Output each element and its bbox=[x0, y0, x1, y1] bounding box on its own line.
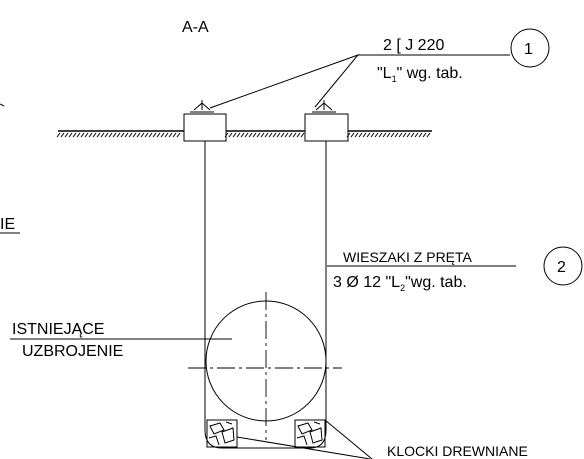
existing-pipe bbox=[188, 292, 342, 440]
section-label: A-A bbox=[182, 19, 209, 36]
callout-2: 2 WIESZAKI Z PRĘTA 3 Ø 12 "L2"wg. tab. bbox=[327, 246, 583, 293]
existing-line2: UZBROJENIE bbox=[22, 343, 123, 360]
wooden-block-left bbox=[206, 419, 238, 448]
hanger-rods bbox=[204, 141, 327, 449]
wooden-blocks-label: KLOCKI DREWNIANE bbox=[387, 443, 528, 459]
channel-beam-right bbox=[304, 100, 349, 142]
callout-2-number: 2 bbox=[557, 259, 566, 276]
callout-2-line1: WIESZAKI Z PRĘTA bbox=[343, 249, 473, 265]
callout-2-line2-suffix: "wg. tab. bbox=[405, 274, 467, 291]
partial-label-fragment: IE bbox=[0, 216, 15, 233]
callout-1-line2-prefix: "L bbox=[377, 65, 392, 82]
wooden-block-right bbox=[294, 419, 326, 448]
callout-1-number: 1 bbox=[524, 41, 533, 58]
callout-2-bubble bbox=[543, 246, 583, 286]
callout-1-bubble bbox=[510, 28, 550, 68]
callout-1-line1: 2 [ J 220 bbox=[383, 37, 444, 54]
callout-1-line2: "L1" wg. tab. bbox=[377, 65, 463, 84]
callout-2-subscript: 2 bbox=[400, 283, 405, 293]
ground-surface bbox=[56, 130, 432, 138]
callout-1: 1 2 [ J 220 "L1" wg. tab. bbox=[209, 28, 550, 109]
callout-1-subscript: 1 bbox=[392, 74, 397, 84]
callout-1-line2-suffix: " wg. tab. bbox=[397, 65, 463, 82]
existing-utilities-label: ISTNIEJĄCE UZBROJENIE bbox=[10, 321, 232, 360]
channel-beam-left bbox=[183, 100, 227, 142]
callout-2-line2: 3 Ø 12 "L2"wg. tab. bbox=[333, 274, 467, 293]
wooden-blocks-callout: KLOCKI DREWNIANE bbox=[236, 419, 528, 459]
existing-line1: ISTNIEJĄCE bbox=[12, 321, 104, 338]
callout-2-line2-prefix: 3 Ø 12 "L bbox=[333, 274, 400, 291]
